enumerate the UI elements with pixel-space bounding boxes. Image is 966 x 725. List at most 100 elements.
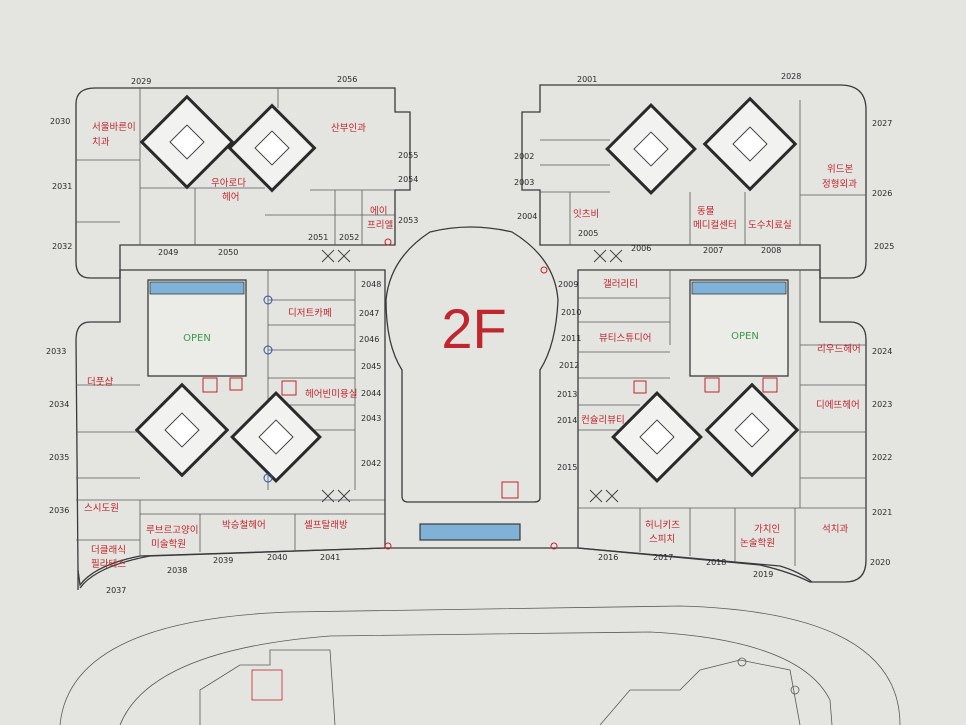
store-honey: 스피치: [649, 533, 675, 545]
unit-number: 2021: [872, 508, 892, 517]
unit-number: 2026: [872, 189, 892, 198]
unit-number: 2033: [46, 347, 66, 356]
store-widbon: 위드본: [827, 163, 853, 175]
unit-number: 2017: [653, 553, 673, 562]
unit-number: 2052: [339, 233, 359, 242]
unit-number: 2032: [52, 242, 72, 251]
unit-number: 2050: [218, 248, 238, 257]
building-outline: [59, 84, 901, 725]
unit-number: 2048: [361, 280, 381, 289]
open-label-right: OPEN: [731, 331, 759, 342]
core-bottom-left-2: [230, 391, 322, 483]
store-dongmul: 메디컬센터: [693, 219, 737, 231]
unit-number: 2012: [559, 361, 579, 370]
unit-number: 2001: [577, 75, 597, 84]
unit-number: 2018: [706, 558, 726, 567]
store-gallery: 갤러리티: [603, 278, 638, 290]
unit-number: 2029: [131, 77, 151, 86]
unit-number: 2035: [49, 453, 69, 462]
unit-number: 2024: [872, 347, 892, 356]
store-deosop: 더풋샵: [87, 377, 113, 388]
unit-number: 2025: [874, 242, 894, 251]
lower-building-fragments: [199, 649, 801, 725]
store-self-photo: 셀프탈래방: [304, 519, 348, 531]
unit-number: 2010: [561, 308, 581, 317]
store-riwood: 리우드헤어: [817, 343, 861, 355]
unit-number: 2013: [557, 390, 577, 399]
unit-number: 2047: [359, 309, 379, 318]
hydrant-markers: [263, 295, 273, 483]
unit-number: 2051: [308, 233, 328, 242]
unit-number: 2053: [398, 216, 418, 225]
restroom-markers: [202, 377, 778, 499]
unit-number: 2040: [267, 553, 287, 562]
store-seoul-dental: 서울바른이: [92, 122, 136, 133]
unit-number: 2003: [514, 178, 534, 187]
unit-number: 2019: [753, 570, 773, 579]
store-pilates: 더클래식: [91, 545, 126, 556]
unit-number: 2028: [781, 72, 801, 81]
unit-number: 2011: [561, 334, 581, 343]
unit-number: 2014: [557, 416, 577, 425]
store-uarode: 우아로다: [211, 178, 246, 189]
store-honey: 허니키즈: [645, 520, 680, 531]
store-consul-beauty: 컨슐리뷰티: [581, 415, 625, 426]
unit-number: 2045: [361, 362, 381, 371]
unit-number-labels: 2029 2056 2001 2028 2030 2031 2032 2055 …: [46, 72, 894, 595]
core-top-right-1: [605, 103, 697, 195]
core-top-left-1: [139, 94, 235, 190]
unit-number: 2005: [578, 229, 598, 238]
unit-number: 2002: [514, 152, 534, 161]
open-area-left: [147, 279, 247, 377]
unit-number: 2031: [52, 182, 72, 191]
store-dosu: 도수치료실: [748, 219, 792, 231]
core-bottom-right-2: [704, 382, 800, 478]
core-top-left-2: [227, 103, 317, 193]
unit-number: 2027: [872, 119, 892, 128]
store-sanbu: 산부인과: [331, 123, 366, 134]
store-pilates: 필라테스: [91, 558, 126, 570]
store-dijeoteu: 디저트카페: [288, 308, 332, 319]
unit-number: 2049: [158, 248, 178, 257]
unit-number: 2043: [361, 414, 381, 423]
fire-markers: [384, 238, 558, 550]
unit-number: 2042: [361, 459, 381, 468]
unit-number: 2034: [49, 400, 69, 409]
unit-number: 2041: [320, 553, 340, 562]
unit-divisions: [76, 88, 866, 566]
store-seusi: 스시도원: [84, 503, 119, 514]
store-itchubi: 잇츠비: [573, 208, 599, 220]
store-seokchi: 석치과: [822, 523, 848, 535]
floor-label: 2F: [441, 297, 506, 360]
unit-number: 2046: [359, 335, 379, 344]
unit-number: 2044: [361, 389, 381, 398]
unit-number: 2039: [213, 556, 233, 565]
store-gachi: 가치인: [754, 523, 780, 535]
store-widbon: 정형외과: [822, 178, 857, 190]
unit-number: 2007: [703, 246, 723, 255]
unit-number: 2006: [631, 244, 651, 253]
store-name-labels: 서울바른이 치과 산부인과 우아로다 헤어 에이 프리엘 잇츠비 동물 메디컬센…: [84, 122, 861, 570]
core-top-right-2: [702, 96, 798, 192]
unit-number: 2015: [557, 463, 577, 472]
store-diect: 디에뜨헤어: [816, 399, 860, 411]
unit-number: 2056: [337, 75, 357, 84]
store-hair-beauty: 헤어빈미용실: [305, 388, 357, 400]
store-art: 루브르고양이: [146, 525, 198, 536]
core-bottom-right-1: [611, 391, 703, 483]
unit-number: 2020: [870, 558, 890, 567]
open-label-left: OPEN: [183, 333, 211, 344]
store-uarode: 헤어: [222, 191, 239, 203]
unit-number: 2055: [398, 151, 418, 160]
unit-number: 2037: [106, 586, 126, 595]
unit-number: 2022: [872, 453, 892, 462]
unit-number: 2054: [398, 175, 418, 184]
open-area-right: [689, 279, 789, 377]
unit-number: 2008: [761, 246, 781, 255]
store-dongmul: 동물: [697, 206, 715, 217]
unit-number: 2016: [598, 553, 618, 562]
unit-number: 2038: [167, 566, 187, 575]
store-seoul-dental: 치과: [92, 136, 110, 148]
